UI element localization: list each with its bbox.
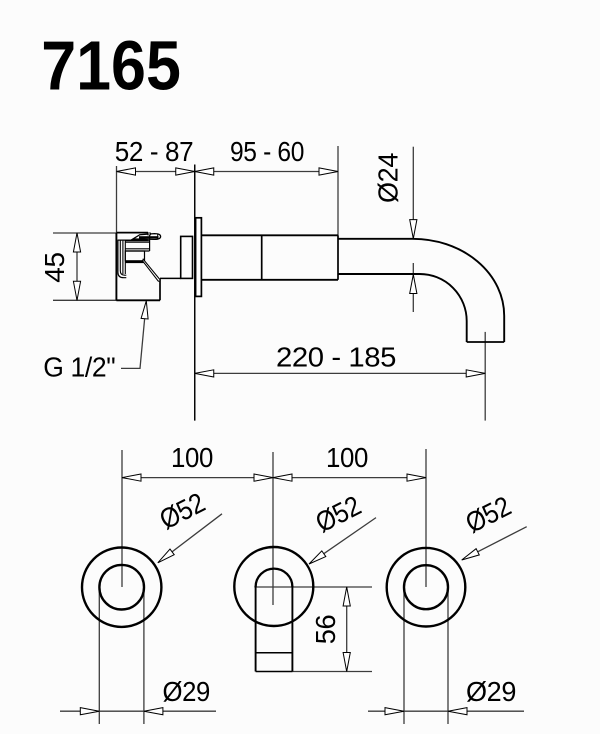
svg-text:45: 45	[39, 252, 70, 282]
svg-text:7165: 7165	[41, 27, 181, 105]
svg-text:Ø24: Ø24	[373, 153, 404, 203]
svg-text:G 1/2": G 1/2"	[43, 351, 115, 382]
svg-text:100: 100	[171, 442, 213, 473]
svg-text:95 - 60: 95 - 60	[230, 136, 304, 167]
svg-text:56: 56	[310, 615, 341, 645]
svg-text:Ø29: Ø29	[466, 676, 516, 707]
svg-text:100: 100	[326, 442, 368, 473]
svg-text:Ø29: Ø29	[163, 676, 211, 707]
svg-text:52 - 87: 52 - 87	[115, 136, 194, 167]
svg-text:220 - 185: 220 - 185	[276, 342, 396, 373]
